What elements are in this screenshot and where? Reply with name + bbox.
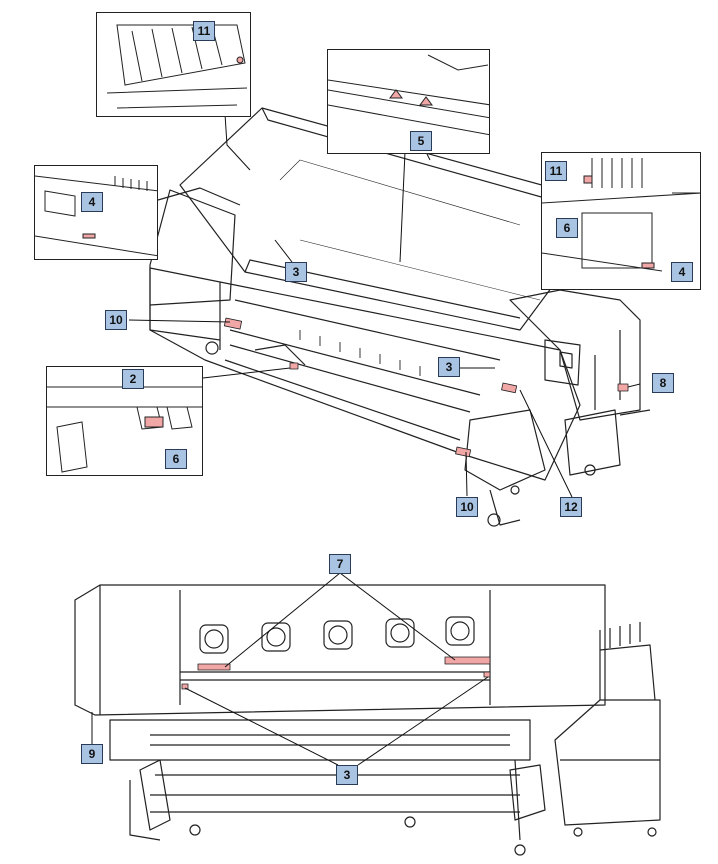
callout-10-left: 10 [105,310,127,330]
front-right-body [509,289,641,421]
inset-left-side-drawing [35,175,157,257]
callout-8: 8 [652,373,674,393]
callout-11-top: 11 [193,21,215,41]
inset-top-cover-drawing [106,24,248,109]
callout-2: 2 [122,369,144,389]
callout-12: 12 [560,497,582,517]
front-body [149,267,581,481]
callout-5: 5 [410,131,432,151]
callout-4-right: 4 [671,262,693,282]
inset-right-carriage-drawing [542,158,700,272]
callout-3-mid: 3 [438,357,460,377]
ink-cart [554,699,661,826]
inset-carriage-rail-drawing [328,54,489,136]
callout-9: 9 [81,744,103,764]
callout-6-left: 6 [165,449,187,469]
rear-body [74,584,606,716]
callout-6-right: 6 [556,218,578,238]
inset-top-cover [96,12,251,117]
callout-3-bottom: 3 [336,765,358,785]
callout-10-bottom: 10 [456,497,478,517]
callout-11-right: 11 [545,161,567,181]
callout-3-left: 3 [285,262,307,282]
inset-platen-drawing [47,386,202,473]
inset-left-side [34,165,158,260]
front-left-module [149,189,236,306]
inset-carriage-rail [327,49,490,154]
callout-4-left: 4 [81,192,103,212]
callout-7: 7 [329,554,351,574]
